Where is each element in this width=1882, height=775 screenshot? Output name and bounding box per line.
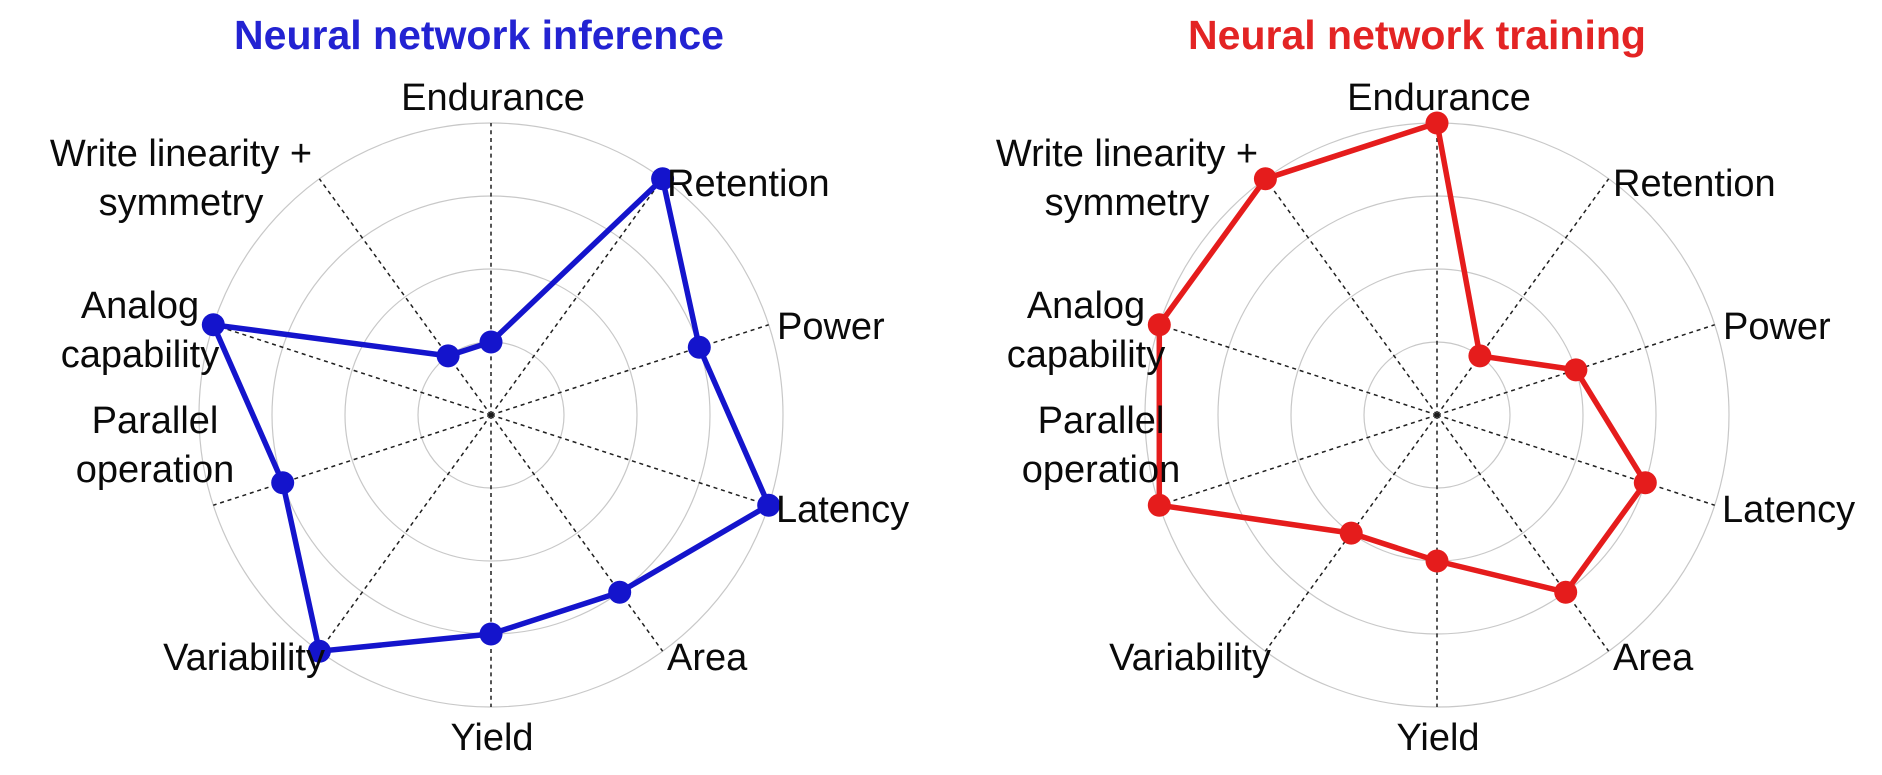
data-point-power [1564, 358, 1588, 382]
data-point-parallel-operation [271, 471, 295, 495]
axis-label-area: Area [667, 637, 748, 679]
data-point-latency [1633, 471, 1657, 495]
axis-label-area: Area [1613, 637, 1694, 679]
axis-label-write-linearity-symmetry: Write linearity +symmetry [50, 133, 312, 224]
data-polygon-neural-network-training [1156, 120, 1649, 595]
axis-label-power: Power [1723, 306, 1831, 348]
axis-line-retention [1436, 178, 1610, 416]
axis-line-parallel-operation [213, 414, 492, 506]
data-point-power [687, 335, 711, 359]
data-point-analog-capability [201, 313, 225, 337]
axis-line-variability [1264, 414, 1438, 652]
axis-label-endurance: Endurance [401, 77, 585, 119]
axis-label-retention: Retention [667, 163, 830, 205]
data-point-retention [1468, 344, 1492, 368]
axis-line-power [490, 324, 769, 416]
axis-line-write-linearity-symmetry [318, 178, 492, 416]
axis-line-write-linearity-symmetry [1264, 178, 1438, 416]
data-point-retention [651, 167, 675, 191]
axis-line-latency [490, 414, 769, 506]
grid-ring [344, 268, 638, 562]
axis-line-power [1436, 324, 1715, 416]
axis-label-power: Power [777, 306, 885, 348]
data-point-variability [307, 639, 331, 663]
axis-label-variability: Variability [163, 637, 325, 679]
axis-label-yield: Yield [450, 717, 533, 759]
axis-line-latency [1436, 414, 1715, 506]
axis-label-yield: Yield [1396, 717, 1479, 759]
data-point-endurance [1425, 111, 1449, 135]
data-point-analog-capability [1147, 313, 1171, 337]
axis-label-latency: Latency [1722, 489, 1855, 531]
data-point-write-linearity-symmetry [436, 344, 460, 368]
radar-axes [1159, 123, 1715, 707]
data-point-endurance [479, 330, 503, 354]
axis-line-analog-capability [213, 324, 492, 416]
data-point-write-linearity-symmetry [1253, 167, 1277, 191]
chart-title-inference: Neural network inference [234, 12, 724, 58]
axis-line-area [490, 414, 664, 652]
radar-axes [213, 123, 769, 707]
axis-label-retention: Retention [1613, 163, 1776, 205]
axis-line-parallel-operation [1159, 414, 1438, 506]
data-point-variability [1339, 521, 1363, 545]
data-point-parallel-operation [1147, 493, 1171, 517]
axis-line-analog-capability [1159, 324, 1438, 416]
axis-label-endurance: Endurance [1347, 77, 1531, 119]
axis-line-area [1436, 414, 1610, 652]
chart-title-training: Neural network training [1188, 12, 1646, 58]
axis-label-write-linearity-symmetry: Write linearity +symmetry [996, 133, 1258, 224]
data-point-yield [1425, 549, 1449, 573]
data-point-yield [479, 622, 503, 646]
data-point-area [608, 580, 632, 604]
axis-line-variability [318, 414, 492, 652]
axis-label-variability: Variability [1109, 637, 1271, 679]
data-point-area [1554, 580, 1578, 604]
axis-line-retention [490, 178, 664, 416]
data-point-latency [757, 493, 781, 517]
axis-label-latency: Latency [776, 489, 909, 531]
